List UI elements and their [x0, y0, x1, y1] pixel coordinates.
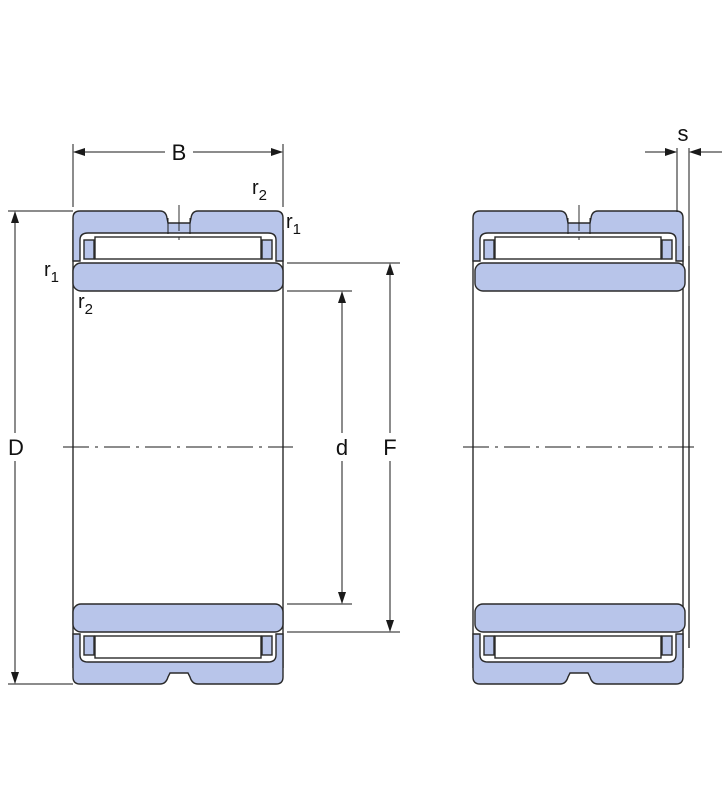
label-r2-top: r2: [252, 177, 267, 204]
top-roller: [94, 236, 262, 260]
bottom-inner-ring: [72, 603, 284, 633]
right-bottom-roller: [494, 635, 662, 659]
label-B: B: [172, 140, 187, 165]
right-bottom-outer-ring: [472, 633, 684, 685]
top-outer-ring: [72, 210, 284, 262]
right-bottom-cage-right: [661, 635, 673, 656]
label-d: d: [336, 435, 348, 460]
label-D: D: [8, 435, 24, 460]
right-top-inner-ring: [474, 262, 686, 292]
right-top-outer-ring: [472, 210, 684, 262]
top-cage-right: [261, 239, 273, 260]
label-r1-top: r1: [286, 211, 301, 238]
right-top-cage-right: [661, 239, 673, 260]
label-r2-left: r2: [78, 291, 93, 318]
right-bearing-view: [463, 148, 722, 685]
dimension-labels: B D d F r2 r1 r1 r2 s: [8, 121, 688, 460]
top-cage-left: [83, 239, 95, 260]
bottom-cage-right: [261, 635, 273, 656]
left-bearing-view: [63, 205, 293, 685]
bottom-roller: [94, 635, 262, 659]
right-bottom-inner-ring: [474, 603, 686, 633]
label-r1-left: r1: [44, 259, 59, 286]
bottom-cage-left: [83, 635, 95, 656]
top-inner-ring: [72, 262, 284, 292]
right-top-cage-left: [483, 239, 495, 260]
label-F: F: [383, 435, 396, 460]
label-s: s: [678, 121, 689, 146]
dimensions: [3, 138, 402, 685]
bottom-outer-ring: [72, 633, 284, 685]
right-top-roller: [494, 236, 662, 260]
right-bottom-cage-left: [483, 635, 495, 656]
